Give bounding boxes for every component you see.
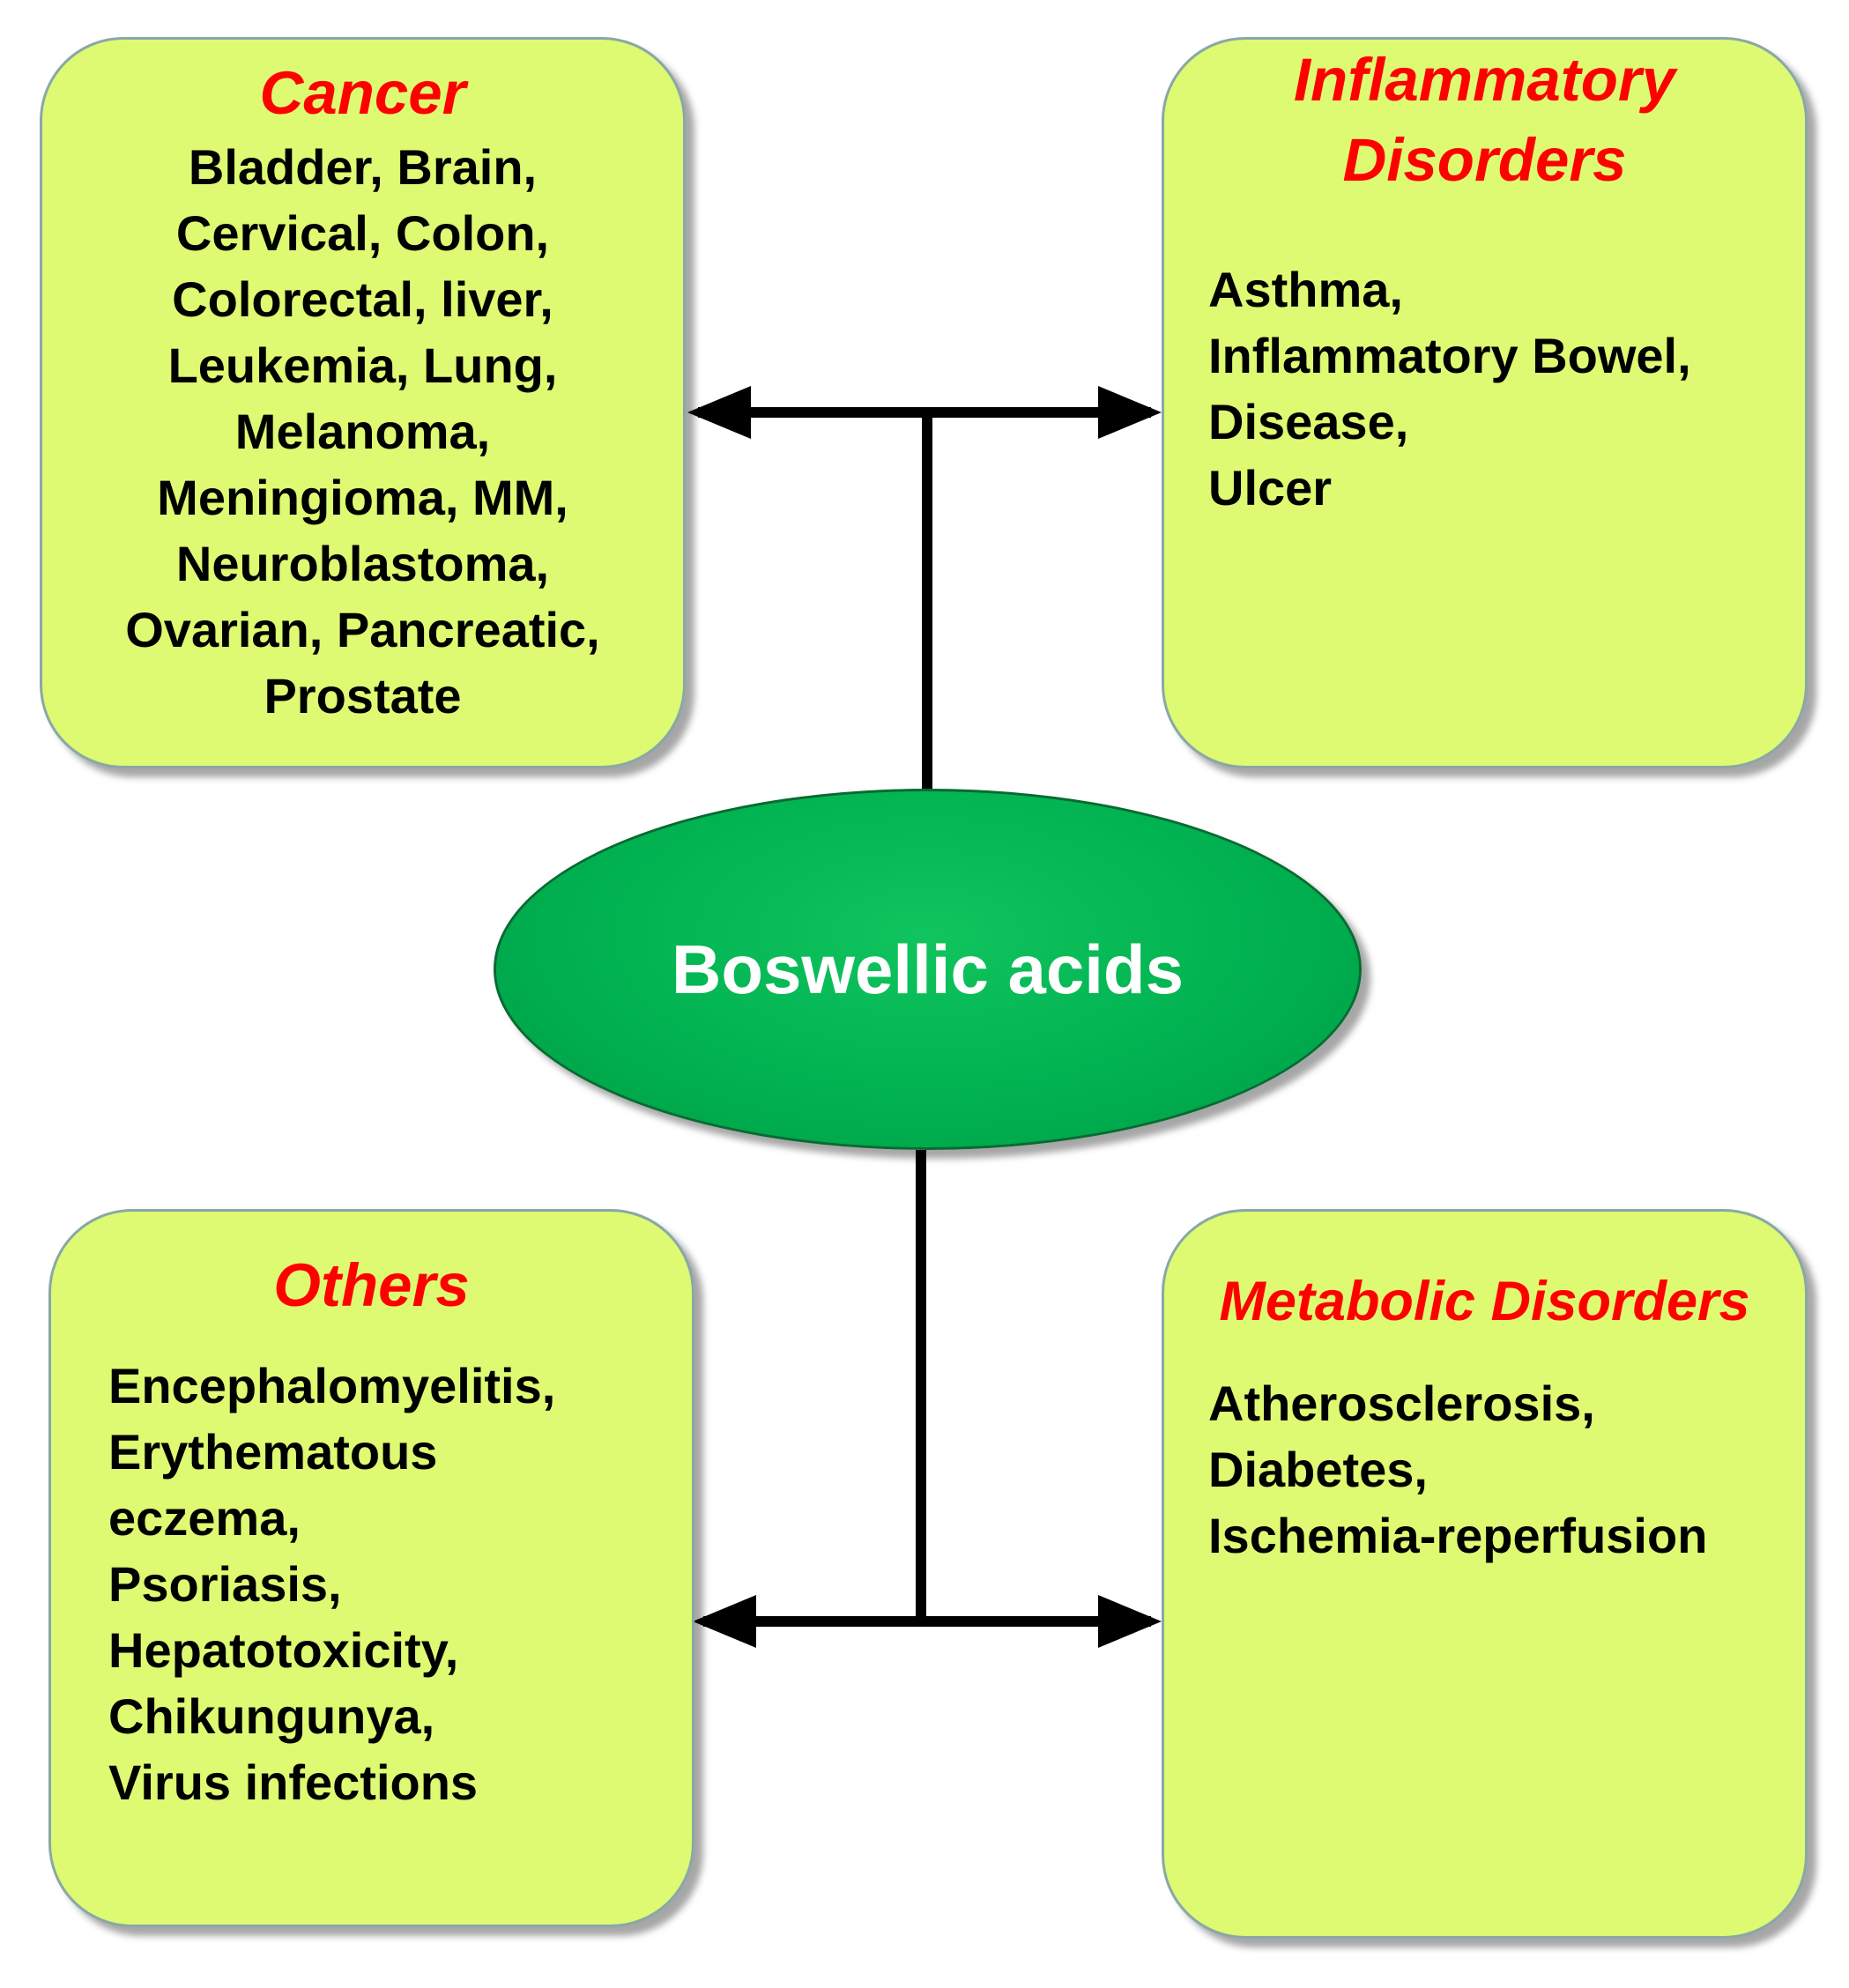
metabolic-item-list: Atherosclerosis, Diabetes, Ischemia-repe… bbox=[1208, 1370, 1707, 1569]
list-item: Psoriasis, bbox=[108, 1556, 342, 1612]
list-item: Atherosclerosis, bbox=[1208, 1376, 1595, 1431]
metabolic-disorders-box: Metabolic Disorders Atherosclerosis, Dia… bbox=[1162, 1209, 1808, 1939]
cancer-title: Cancer bbox=[42, 59, 683, 128]
list-item: Colorectal, liver, bbox=[172, 271, 553, 327]
inflammatory-disorders-box: Inflammatory Disorders Asthma, Inflammat… bbox=[1162, 37, 1808, 768]
inflammatory-disorders-title: Inflammatory Disorders bbox=[1164, 40, 1805, 200]
cancer-box: Cancer Bladder, Brain, Cervical, Colon, … bbox=[40, 37, 686, 768]
list-item: Ovarian, Pancreatic, bbox=[125, 602, 600, 657]
list-item: Asthma, bbox=[1208, 262, 1403, 317]
list-item: Cervical, Colon, bbox=[175, 205, 550, 261]
others-box: Others Encephalomyelitis, Erythematous e… bbox=[48, 1209, 694, 1927]
center-label: Boswellic acids bbox=[672, 930, 1184, 1008]
list-item: Inflammatory Bowel, bbox=[1208, 328, 1691, 383]
list-item: Hepatotoxicity, bbox=[108, 1622, 459, 1678]
list-item: Neuroblastoma, bbox=[175, 536, 550, 591]
list-item: Encephalomyelitis, bbox=[108, 1358, 556, 1413]
list-item: Ulcer bbox=[1208, 460, 1333, 516]
cancer-title-line: Cancer bbox=[259, 59, 466, 127]
list-item: Meningioma, MM, bbox=[157, 470, 568, 525]
list-item: Erythematous bbox=[108, 1424, 438, 1480]
inflammatory-title-line-2: Disorders bbox=[1342, 126, 1627, 194]
others-title-line: Others bbox=[273, 1251, 470, 1319]
inflammatory-item-list: Asthma, Inflammatory Bowel, Disease, Ulc… bbox=[1208, 256, 1691, 521]
others-item-list: Encephalomyelitis, Erythematous eczema, … bbox=[108, 1353, 555, 1815]
list-item: Prostate bbox=[264, 668, 462, 723]
list-item: Bladder, Brain, bbox=[188, 139, 538, 195]
metabolic-disorders-title: Metabolic Disorders bbox=[1164, 1269, 1805, 1334]
cancer-item-list: Bladder, Brain, Cervical, Colon, Colorec… bbox=[42, 134, 683, 729]
list-item: Disease, bbox=[1208, 394, 1409, 449]
list-item: Ischemia-reperfusion bbox=[1208, 1508, 1708, 1563]
list-item: Diabetes, bbox=[1208, 1442, 1428, 1497]
metabolic-title-line: Metabolic Disorders bbox=[1219, 1271, 1750, 1332]
list-item: Melanoma, bbox=[234, 404, 491, 459]
list-item: eczema, bbox=[108, 1490, 301, 1546]
inflammatory-title-line-1: Inflammatory bbox=[1293, 46, 1676, 114]
others-title: Others bbox=[51, 1251, 692, 1320]
list-item: Virus infections bbox=[108, 1754, 479, 1810]
boswellic-acids-node: Boswellic acids bbox=[494, 789, 1362, 1150]
list-item: Chikungunya, bbox=[108, 1688, 435, 1744]
list-item: Leukemia, Lung, bbox=[167, 338, 558, 393]
